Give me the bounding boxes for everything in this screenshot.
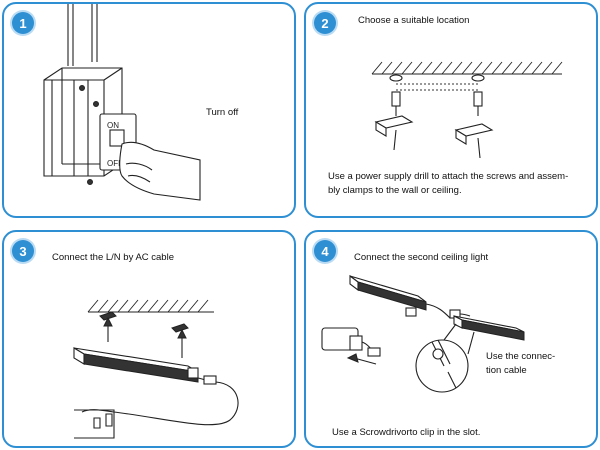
step-4-title: Connect the second ceiling light — [354, 252, 489, 263]
step-3-panel: 3 Connect the L/N by AC cable — [2, 230, 296, 448]
switch-on-label: ON — [107, 121, 119, 130]
switch-off-label: OFF — [107, 159, 123, 168]
step-4-callout: Use the connec-tion cable — [486, 351, 556, 376]
step-1-caption: Turn off — [206, 107, 239, 118]
step-3-title: Connect the L/N by AC cable — [52, 252, 174, 263]
step-2-badge: 2 — [314, 12, 336, 34]
mounting-location-illustration — [371, 61, 563, 159]
circuit-breaker-illustration: ON OFF — [43, 4, 201, 201]
ceiling-hatch — [371, 61, 563, 75]
step-3-badge: 3 — [12, 240, 34, 262]
step-4-panel: 4 Connect the second ceiling light Use t… — [304, 230, 598, 448]
second-light-connection-illustration — [321, 274, 525, 393]
ceiling-hatch — [87, 299, 209, 313]
step-1-badge: 1 — [12, 12, 34, 34]
step-2-caption: Use a power supply drill to attach the s… — [328, 171, 569, 196]
ac-cable-connection-illustration — [73, 299, 239, 439]
step-2-title: Choose a suitable location — [358, 15, 470, 26]
step-4-badge: 4 — [314, 240, 336, 262]
step-2-panel: 2 Choose a suitable location — [304, 2, 598, 218]
step-4-caption: Use a Scrowdrivorto clip in the slot. — [332, 427, 481, 438]
step-1-panel: 1 ON OFF Turn off — [2, 2, 296, 218]
